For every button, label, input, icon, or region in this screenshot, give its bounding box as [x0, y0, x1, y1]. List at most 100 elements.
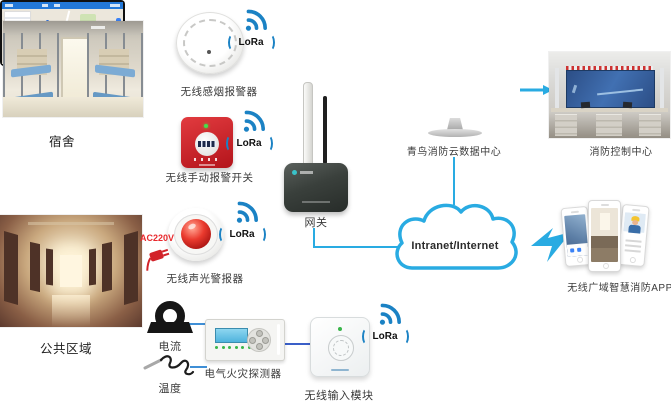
lora-badge: LoRa	[227, 5, 275, 51]
lora-wordmark: LoRa	[225, 135, 273, 152]
alarm-led	[204, 124, 208, 128]
pillar	[660, 68, 664, 110]
lora-right-arc-icon	[266, 34, 275, 51]
app-phones-group	[558, 198, 662, 278]
alarm-ticks	[194, 158, 220, 161]
alarm-brand-mark	[199, 164, 215, 166]
mattress	[95, 64, 135, 78]
alarm-button	[195, 132, 219, 156]
module-button	[328, 335, 354, 361]
public-area-label: 公共区域	[39, 342, 92, 356]
app-screen-worker	[621, 212, 646, 257]
gateway-label: 网关	[304, 217, 328, 229]
lora-badge: LoRa	[225, 106, 273, 152]
sound-light-alarm-label: 无线声光警报器	[166, 273, 244, 285]
ac-power-label: AC220V	[140, 233, 175, 243]
corridor-end-light	[60, 255, 82, 287]
control-center-photo	[549, 52, 670, 138]
door	[30, 241, 40, 293]
monitor-base	[428, 129, 482, 137]
lora-left-arc-icon	[361, 328, 371, 345]
current-transformer-icon	[147, 301, 193, 333]
dormitory-label: 宿舍	[48, 135, 75, 149]
phone	[617, 203, 650, 268]
lora-right-arc-icon	[257, 226, 266, 243]
floor-reflection	[52, 295, 90, 327]
dorm-floor	[3, 97, 143, 117]
sound-light-alarm-device	[168, 208, 224, 261]
lora-right-arc-icon	[264, 135, 273, 152]
lora-signal-icon	[245, 9, 267, 31]
app-screen-room	[591, 208, 618, 262]
gateway-logo-text	[300, 171, 313, 174]
status-leds	[215, 346, 251, 349]
fire-detector-label: 电气火灾探测器	[204, 368, 282, 380]
phone	[588, 200, 621, 272]
video-wall	[566, 70, 655, 108]
cabinet	[555, 114, 577, 136]
detector-led	[207, 50, 211, 54]
lora-left-arc-icon	[218, 226, 228, 243]
power-plug-icon	[146, 248, 170, 271]
cloud-shape	[395, 203, 518, 270]
cloud-label: Intranet/Internet	[411, 240, 499, 252]
lcd-display	[215, 328, 248, 343]
panel-glare	[277, 324, 280, 355]
keypad	[247, 328, 271, 352]
screen-top-strip	[566, 66, 653, 70]
dormitory-photo	[3, 21, 143, 117]
lora-badge: LoRa	[218, 197, 266, 243]
control-center-label: 消防控制中心	[589, 147, 653, 158]
gateway-antenna-white	[303, 82, 313, 166]
lora-left-arc-icon	[227, 34, 237, 51]
data-center-label: 青鸟消防云数据中心	[406, 147, 502, 158]
monitor-stand	[447, 118, 463, 130]
current-sensor-label: 电流	[158, 341, 182, 353]
app-screen-building	[564, 214, 589, 257]
pillar	[555, 68, 559, 110]
lora-text: LoRa	[229, 229, 255, 240]
dorm-ceiling	[3, 21, 143, 35]
door	[46, 248, 53, 286]
gateway-front-text	[302, 201, 330, 203]
corridor-ceiling-line	[28, 222, 114, 225]
siren-dome	[181, 219, 211, 249]
public-area-photo	[0, 215, 142, 327]
lightning-bolt-icon	[531, 228, 571, 262]
lora-signal-icon	[379, 303, 401, 325]
gateway-antenna-black	[323, 96, 327, 164]
lora-right-arc-icon	[400, 328, 409, 345]
ceiling-lamp	[91, 26, 105, 29]
bunk-beds-left	[3, 33, 59, 109]
temperature-sensor-label: 温度	[158, 383, 182, 395]
app-label: 无线广域智慧消防APP	[567, 283, 671, 294]
manual-alarm-label: 无线手动报警开关	[165, 172, 254, 184]
lora-wordmark: LoRa	[227, 34, 275, 51]
lora-text: LoRa	[372, 331, 398, 342]
door	[89, 248, 96, 286]
cabinet	[596, 114, 622, 136]
alarm-band	[198, 141, 216, 147]
lora-badge: LoRa	[361, 299, 409, 345]
lora-text: LoRa	[238, 37, 264, 48]
lora-text: LoRa	[236, 138, 262, 149]
door	[124, 230, 138, 306]
gateway-device	[284, 163, 348, 212]
console-desk	[551, 108, 668, 112]
input-module-label: 无线输入模块	[304, 390, 374, 402]
gateway-logo-icon	[292, 170, 297, 175]
module-brand-mark	[331, 368, 349, 371]
gateway-cloud-line	[313, 228, 400, 248]
temperature-probe-icon	[143, 355, 195, 376]
arrow-right-icon	[543, 85, 553, 95]
input-module-device	[310, 317, 370, 377]
lora-left-arc-icon	[225, 135, 235, 152]
lora-wordmark: LoRa	[218, 226, 266, 243]
lora-wordmark: LoRa	[361, 328, 409, 345]
lora-signal-icon	[243, 110, 265, 132]
smoke-detector-label: 无线感烟报警器	[180, 86, 258, 98]
laptop	[622, 101, 633, 109]
cabinet	[639, 114, 661, 136]
